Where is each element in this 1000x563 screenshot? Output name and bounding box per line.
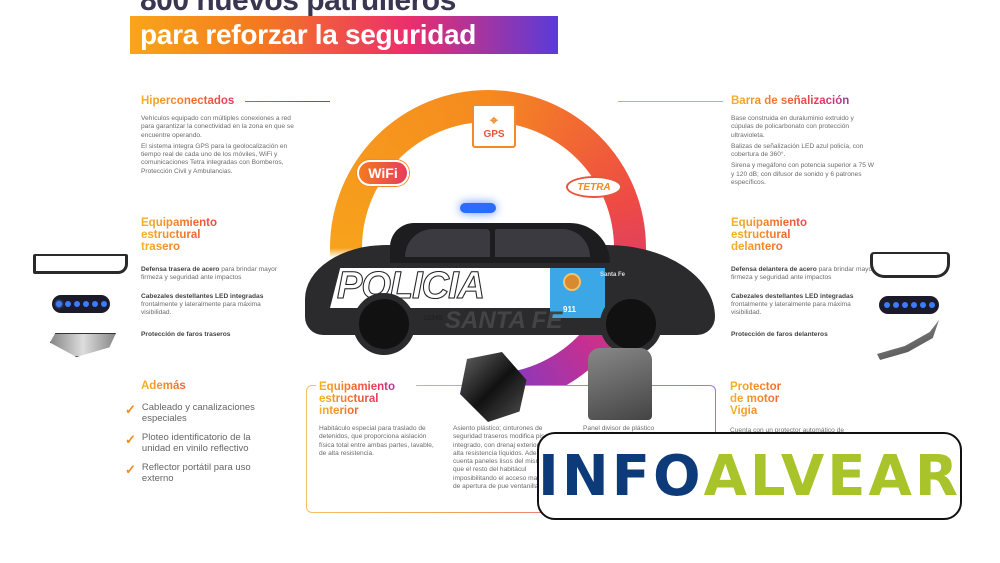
delantero-title-2: estructural (731, 229, 876, 241)
front-wheel (600, 293, 662, 355)
delantero-title-1: Equipamiento (731, 217, 876, 229)
car-policia-text: POLICIA (336, 265, 485, 308)
light-bar-icon (460, 203, 496, 213)
tetra-label: TETRA (577, 181, 611, 193)
ademas-title: Además (141, 380, 261, 392)
trasero-item1-text: para brindar mayor firmeza y seguridad a… (141, 266, 277, 282)
trasero-title-1: Equipamiento (141, 217, 286, 229)
protector-section: Protector de motor Vigia Cuenta con un p… (730, 381, 870, 435)
front-bumper-icon (870, 252, 950, 278)
ademas-item: Reflector portátil para uso externo (141, 462, 251, 484)
rear-window (405, 229, 490, 257)
ademas-section: Además ✓ Cableado y canalizaciones especi… (125, 380, 261, 484)
front-window (495, 229, 590, 257)
hiperconectados-line (245, 101, 330, 102)
interior-title-2: estructural (319, 393, 416, 405)
interior-p3: Panel divisor de plástico (583, 425, 655, 432)
check-icon: ✓ (125, 402, 136, 417)
car-unit-number: 12345 (423, 315, 443, 322)
trasero-item2-bold: Cabezales destellantes LED integradas (141, 292, 264, 300)
delantero-item2-bold: Cabezales destellantes LED integradas (731, 292, 854, 300)
ademas-item: Ploteo identificatorio de la unidad en v… (141, 432, 251, 454)
delantero-item1-text: para brindar mayor firmeza y seguridad a… (731, 266, 875, 282)
trasero-section: Equipamiento estructural trasero Defensa… (141, 217, 286, 340)
trasero-title-3: trasero (141, 241, 286, 253)
check-icon: ✓ (125, 462, 136, 477)
protector-title-1: Protector (730, 381, 870, 393)
car-santafe-text: SANTA FE (445, 307, 563, 334)
barra-title: Barra de señalización (731, 95, 876, 107)
gps-icon: ⌖ GPS (472, 104, 516, 148)
barra-line (618, 101, 723, 102)
car-brand: Santa Fe (600, 272, 626, 278)
watermark-info: INFO (538, 443, 704, 509)
map-pin-icon: ⌖ (490, 112, 498, 128)
protector-title-3: Vigia (730, 405, 870, 417)
delantero-item3-bold: Protección de faros delanteros (731, 331, 828, 339)
title-line-1: 800 nuevos patrulleros (140, 0, 456, 17)
front-led-icon (879, 296, 939, 314)
delantero-title-3: delantero (731, 241, 876, 253)
trasero-title-2: estructural (141, 229, 286, 241)
interior-title-3: interior (319, 405, 416, 417)
badge-icon (563, 273, 581, 291)
car-phone: 911 (563, 305, 576, 314)
rear-bumper-icon (33, 254, 128, 274)
ademas-item: Cableado y canalizaciones especiales (141, 402, 255, 424)
watermark-alvear: ALVEAR (703, 443, 961, 509)
divider-panel-image (588, 348, 652, 420)
interior-title-1: Equipamiento (319, 381, 416, 393)
trasero-item2-text: frontalmente y lateralmente para máxima … (141, 300, 261, 317)
barra-p3: Sirena y megáfono con potencia superior … (731, 162, 874, 187)
wifi-label: WiFi (368, 165, 398, 181)
front-light-guard-icon (877, 320, 939, 360)
interior-title: Equipamiento estructural interior (316, 381, 416, 417)
protector-p1: Cuenta con un protector automático de (730, 427, 844, 434)
trasero-item3-bold: Protección de faros traseros (141, 331, 231, 339)
hiperconectados-p2: El sistema integra GPS para la geolocali… (141, 142, 288, 175)
delantero-item2-text: frontalmente y lateralmente para máxima … (731, 300, 851, 317)
barra-p1: Base construida en duraluminio extruido … (731, 115, 854, 139)
hiperconectados-title: Hiperconectados (141, 95, 296, 107)
interior-p1: Habitáculo especial para traslado de det… (319, 425, 434, 457)
tetra-icon: TETRA (566, 176, 622, 198)
trasero-item1-bold: Defensa trasera de acero (141, 266, 220, 273)
rear-wheel (353, 293, 415, 355)
rear-led-icon (52, 295, 110, 313)
check-icon: ✓ (125, 432, 136, 447)
delantero-section: Equipamiento estructural delantero Defen… (731, 217, 876, 340)
barra-p2: Balizas de señalización LED azul policía… (731, 142, 864, 159)
protector-title-2: de motor (730, 393, 870, 405)
rear-light-guard-icon (50, 333, 116, 357)
gps-label: GPS (483, 129, 505, 140)
hiperconectados-section: Hiperconectados Vehículos equipado con m… (141, 95, 296, 176)
hiperconectados-p1: Vehículos equipado con múltiples conexio… (141, 115, 294, 139)
title-line-2: para reforzar la seguridad (130, 16, 558, 54)
delantero-item1-bold: Defensa delantera de acero (731, 266, 817, 273)
wifi-icon: WiFi (357, 160, 409, 186)
barra-section: Barra de señalización Base construida en… (731, 95, 876, 187)
police-car: POLICIA SANTA FE 12345 911 Santa Fe (295, 203, 720, 360)
interior-p2: Asiento plástico; cinturones de segurida… (453, 425, 552, 491)
